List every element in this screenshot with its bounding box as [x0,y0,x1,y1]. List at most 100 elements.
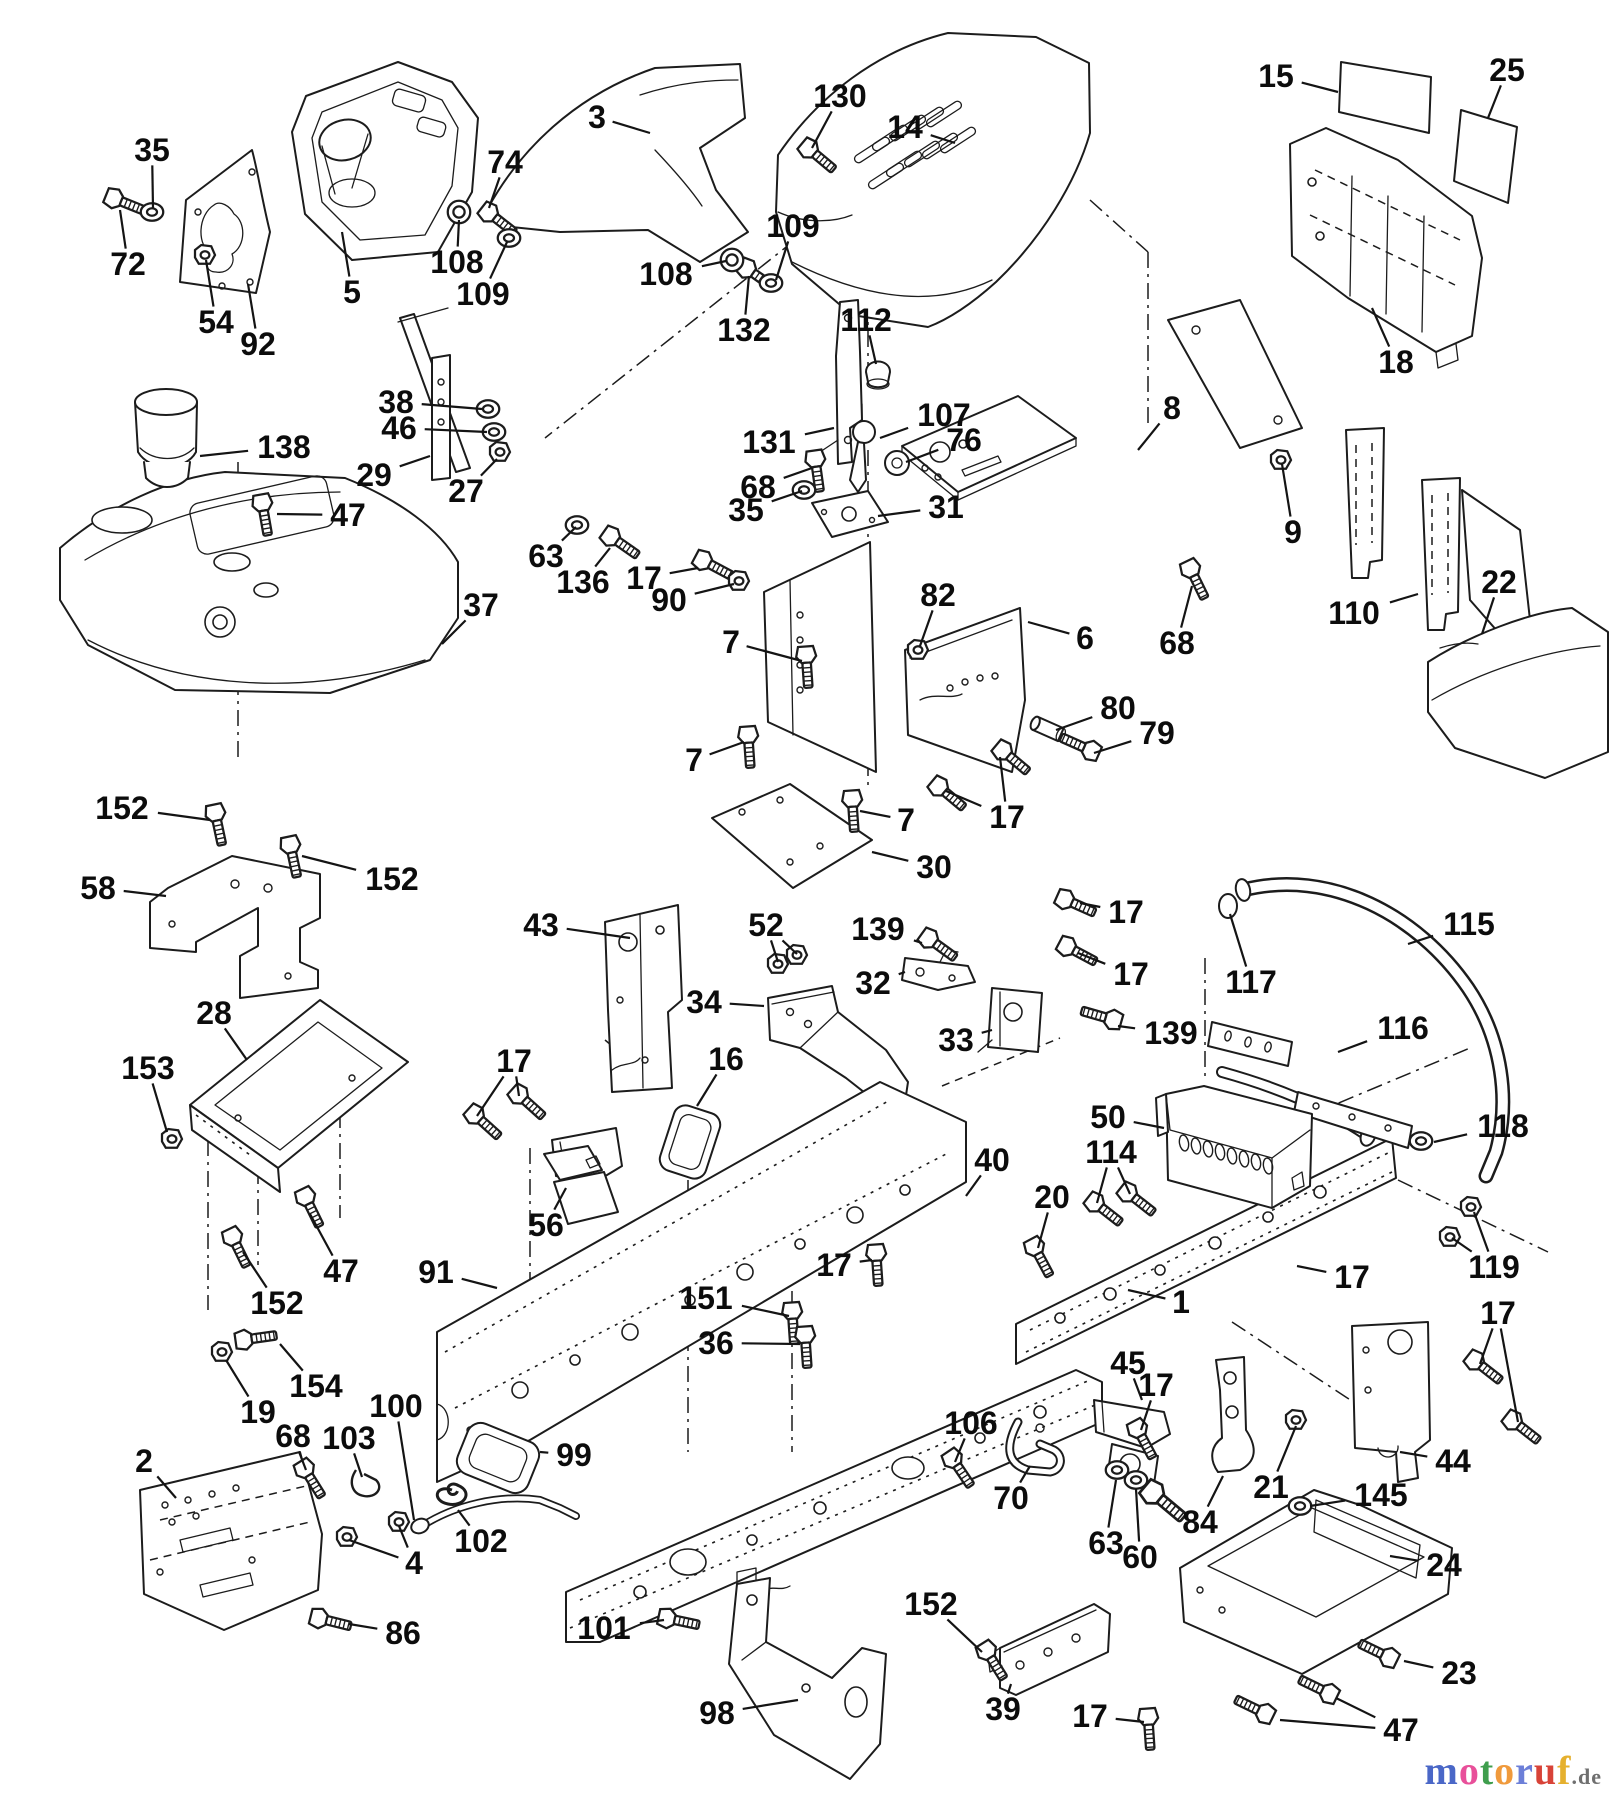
hardware-r [719,247,745,273]
watermark-letter: u [1533,1748,1558,1793]
leader-line-114 [1116,1166,1132,1195]
leader-line-100 [397,1421,416,1521]
callout-152: 152 [904,1586,957,1622]
part-drawbar-plate-2 [139,1451,323,1631]
leader-line-152 [157,811,211,822]
leader-line-5 [340,231,351,277]
leader-line-68 [1180,585,1194,628]
leader-line-47 [276,512,323,516]
callout-24: 24 [1426,1547,1462,1583]
callout-46: 46 [381,410,417,446]
callout-29: 29 [356,457,392,493]
hardware-b [307,1605,355,1637]
part-knob-112 [865,360,891,390]
leader-line-4 [348,1538,399,1559]
callout-7: 7 [722,624,740,660]
leader-line-4 [397,1525,409,1549]
leader-line-3 [612,120,651,135]
callout-108: 108 [430,244,483,280]
leader-line-22 [1480,597,1496,635]
hardware-w [564,515,590,535]
callout-22: 22 [1481,564,1517,600]
leader-line-119 [1472,1211,1490,1252]
hardware-n [1438,1225,1462,1247]
leader-line-68 [783,466,813,479]
callout-5: 5 [343,274,361,310]
leader-line-32 [898,970,906,976]
callout-98: 98 [699,1695,735,1731]
leader-line-47 [309,1213,334,1257]
callout-116: 116 [1377,1010,1429,1046]
leader-line-1 [1127,1288,1166,1300]
hardware-n [766,952,790,974]
callout-28: 28 [196,995,232,1031]
leader-line-106 [953,1437,966,1463]
callout-84: 84 [1182,1504,1218,1540]
leader-line-17 [1296,1264,1327,1273]
callout-16: 16 [708,1041,744,1077]
part-ignition-plate-8 [901,395,1077,501]
leader-line-139 [913,939,923,945]
callout-17: 17 [626,560,662,596]
callout-20: 20 [1034,1179,1070,1215]
leader-line-7 [709,740,745,756]
callout-80: 80 [1100,690,1136,726]
callout-117: 117 [1225,964,1277,1000]
callout-50: 50 [1090,1099,1126,1135]
callout-23: 23 [1441,1655,1477,1691]
callout-47: 47 [323,1253,359,1289]
leader-line-118 [1433,1133,1468,1144]
leader-line-15 [1301,81,1339,94]
leader-line-17 [998,756,1007,802]
leader-line-79 [1093,740,1132,755]
leader-line-92 [246,283,257,329]
part-battery-tray-50 [1155,1085,1313,1209]
callout-17: 17 [496,1043,532,1079]
leader-line-46 [424,428,488,434]
hardware-w [758,273,784,293]
hardware-b [291,1183,330,1232]
watermark-letter: o [1494,1748,1516,1793]
watermark-letters: motoruf [1425,1748,1572,1793]
part-frame-rail-left [565,1369,1103,1643]
callout-132: 132 [717,312,770,348]
callout-103: 103 [322,1420,375,1456]
part-chassis-plate-91 [436,1081,967,1483]
callout-100: 100 [369,1388,422,1424]
callout-17: 17 [816,1247,852,1283]
hardware-b [736,724,762,770]
hardware-b [596,522,645,565]
hardware-b [1077,999,1126,1033]
hardware-b [1176,555,1215,604]
watermark-letter: t [1479,1748,1495,1793]
hardware-b [1053,932,1102,972]
hardware-n [488,440,512,462]
callout-25: 25 [1489,52,1525,88]
leader-line-76 [905,448,939,464]
callout-47: 47 [330,497,366,533]
leader-line-17 [1077,951,1106,965]
part-clip-103 [350,1469,381,1498]
hardware-b [1113,1178,1161,1222]
leader-line-47 [1335,1697,1376,1719]
callout-44: 44 [1435,1443,1471,1479]
leader-line-138 [199,449,249,458]
part-engine-mount-56 [543,1127,623,1225]
callout-90: 90 [651,582,687,618]
leader-line-44 [1399,1450,1428,1458]
leader-line-30 [871,850,909,862]
part-grommet-16 [658,1104,722,1180]
leader-line-2 [156,1475,177,1499]
callout-109: 109 [766,208,819,244]
callout-145: 145 [1354,1477,1407,1513]
leader-line-17 [515,1076,521,1097]
part-bottom-plate-30 [711,783,873,889]
leader-line-8 [1137,422,1161,451]
part-bracket-44 [1351,1321,1431,1483]
leader-line-152 [946,1618,983,1653]
leader-line-24 [1389,1554,1419,1562]
callout-18: 18 [1378,344,1414,380]
callout-4: 4 [405,1545,423,1581]
